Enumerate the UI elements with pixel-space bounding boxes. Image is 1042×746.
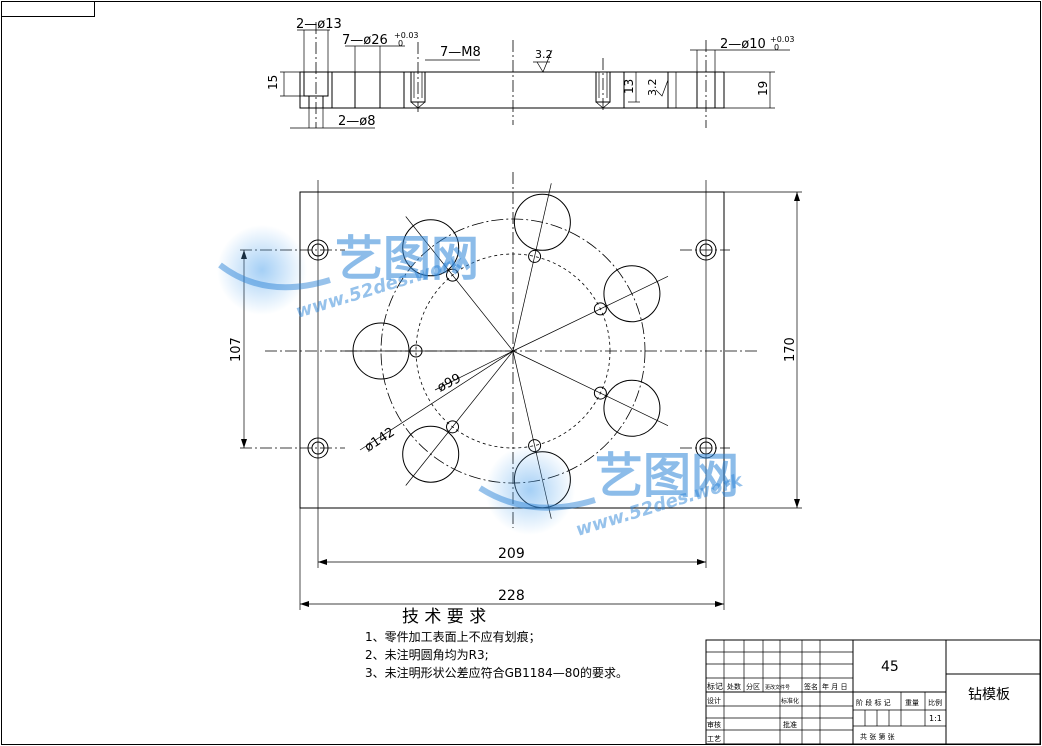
watermark-1: 艺图网 www.52des.work	[217, 225, 479, 323]
note-3: 3、未注明形状公差应符合GB1184—80的要求。	[365, 665, 628, 680]
radial-centerline	[405, 216, 514, 352]
threaded-hole	[446, 420, 460, 434]
dim-13: 13	[622, 79, 636, 94]
notes-title: 技 术 要 求	[402, 607, 486, 627]
part-name: 钻模板	[968, 687, 1010, 703]
plan-view: 107 170 ø99 ø142 209 228	[229, 172, 802, 610]
threaded-hole	[593, 386, 607, 400]
row-label-5: 年 月 日	[822, 682, 847, 691]
counterbore-hole	[603, 265, 661, 323]
dim-2x10: 2—ø10	[720, 37, 766, 52]
section-view: 2—ø13 7—ø26 +0.03 0 7—M8 3.2 2—ø10 +0.03…	[266, 17, 795, 129]
row-label-1: 处数	[727, 682, 741, 691]
threaded-hole	[446, 268, 460, 282]
label-weight: 重量	[905, 699, 919, 707]
radial-centerline	[512, 183, 552, 352]
dim-2x13: 2—ø13	[296, 17, 342, 32]
dim-107: 107	[229, 337, 244, 362]
dim-19: 19	[756, 81, 770, 96]
counterbore-hole	[402, 425, 460, 483]
radial-centerline	[405, 350, 514, 486]
corner-tag-box	[1, 1, 95, 17]
dim-2x10-tol: +0.03	[770, 35, 795, 44]
material-value: 45	[881, 659, 899, 675]
counterbore-hole	[603, 379, 661, 437]
radial-centerline	[512, 276, 669, 352]
label-review: 审核	[707, 720, 721, 729]
row-label-3: 更改文件号	[765, 684, 790, 691]
technical-requirements: 技 术 要 求 1、零件加工表面上不应有划痕； 2、未注明圆角均为R3; 3、未…	[365, 607, 628, 680]
row-label-0: 标记	[707, 681, 723, 691]
counterbore-hole	[513, 193, 571, 251]
dim-142: ø142	[362, 425, 398, 455]
dim-2x8: 2—ø8	[338, 114, 376, 129]
label-process: 工艺	[707, 735, 721, 743]
dim-7x26-tol: +0.03	[394, 31, 419, 40]
dim-209: 209	[498, 546, 525, 562]
dim-228: 228	[498, 588, 525, 604]
roughness-side: 3.2	[646, 79, 659, 97]
scale-value: 1:1	[929, 714, 942, 723]
title-block: 标记 处数 分区 更改文件号 签名 年 月 日 设计 标准化 审核 工艺 批准 …	[705, 639, 1041, 745]
label-standardize: 标准化	[781, 697, 799, 705]
radial-centerline	[512, 350, 669, 426]
dim-7x26: 7—ø26	[342, 33, 388, 48]
counterbore-hole	[402, 219, 460, 277]
note-1: 1、零件加工表面上不应有划痕；	[365, 629, 541, 644]
label-approve: 批准	[783, 720, 797, 729]
sheet-count: 共 张 第 张	[860, 732, 895, 741]
watermark-brand-2: 艺图网	[595, 448, 739, 504]
label-stage: 阶 段 标 记	[856, 698, 891, 707]
row-label-4: 签名	[804, 682, 818, 691]
label-ratio: 比例	[928, 698, 942, 707]
dim-7x26-tol-low: 0	[398, 39, 403, 48]
dim-2x10-tol-low: 0	[774, 43, 779, 52]
dim-170: 170	[783, 337, 798, 362]
roughness-top: 3.2	[535, 48, 553, 61]
label-design: 设计	[707, 696, 721, 705]
watermark-brand-1: 艺图网	[335, 231, 479, 287]
dim-15: 15	[266, 75, 280, 90]
row-label-2: 分区	[746, 682, 760, 691]
threaded-hole	[593, 302, 607, 316]
note-2: 2、未注明圆角均为R3;	[365, 647, 489, 662]
threaded-hole	[528, 249, 542, 263]
dim-7m8: 7—M8	[440, 45, 481, 60]
